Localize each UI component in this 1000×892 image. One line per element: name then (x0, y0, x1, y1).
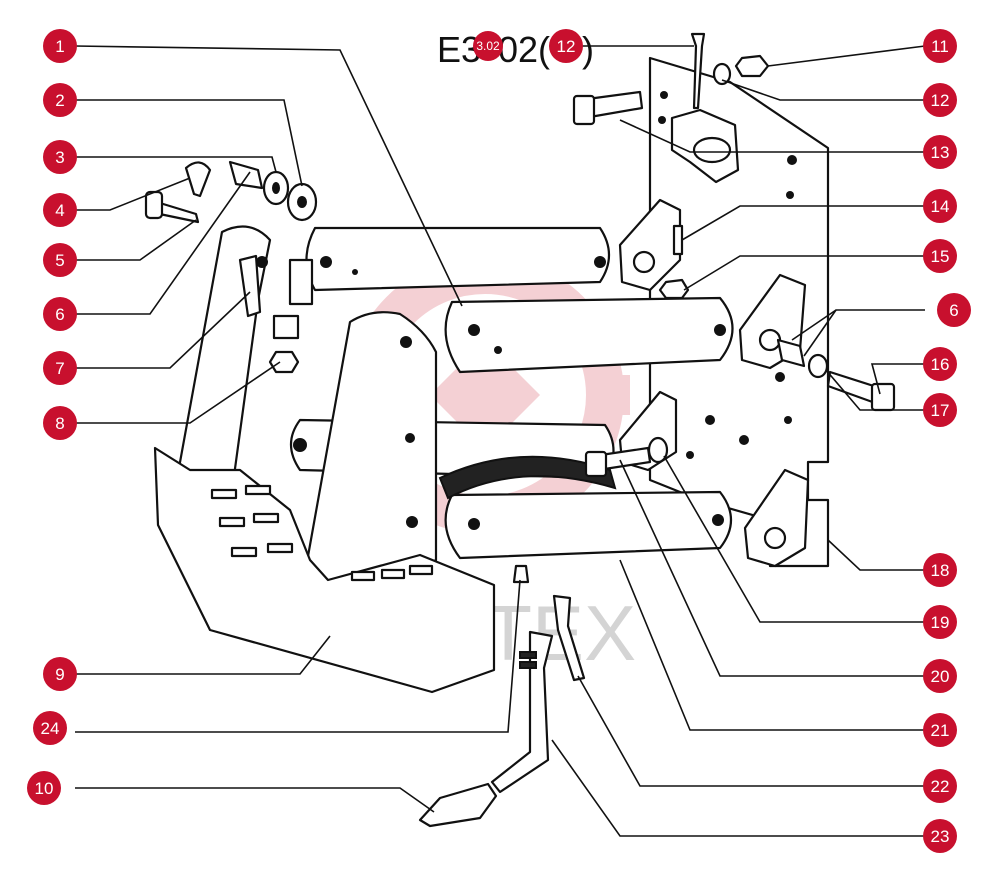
svg-text:6: 6 (55, 305, 64, 324)
svg-text:15: 15 (931, 247, 950, 266)
callout-19: 19 (923, 605, 957, 639)
cross-strut (438, 455, 617, 500)
bolt-5-head (144, 190, 164, 220)
callout-13: 13 (923, 135, 957, 169)
svg-text:2: 2 (55, 91, 64, 110)
bearing-block-lower-bore (763, 526, 787, 550)
nut-11 (734, 54, 770, 78)
bolt-upper-right-head (572, 94, 596, 126)
svg-text:12: 12 (931, 91, 950, 110)
svg-text:10: 10 (35, 779, 54, 798)
bolt-20-head (584, 450, 608, 478)
leader-lines (74, 45, 926, 837)
washer-12 (712, 62, 732, 86)
left-side-frame (166, 225, 272, 534)
svg-text:21: 21 (931, 721, 950, 740)
callout-10: 10 (27, 771, 61, 805)
callout-3: 3 (43, 140, 77, 174)
bracket-22 (552, 594, 586, 682)
lower-front-link (444, 490, 732, 560)
foot-plate-10 (418, 782, 498, 828)
upper-front-link (444, 296, 734, 374)
callout-9: 9 (43, 657, 77, 691)
bearing-block-lower (743, 468, 810, 568)
callout-24: 24 (33, 711, 67, 745)
nut-15 (658, 278, 690, 300)
code-badge-left (473, 31, 503, 61)
callout-12-top: 12 (549, 29, 583, 63)
svg-text:14: 14 (931, 197, 950, 216)
callout-1: 1 (43, 29, 77, 63)
code-badge-left-label: 3.02 (476, 39, 500, 53)
svg-text:24: 24 (41, 719, 60, 738)
svg-text:8: 8 (55, 414, 64, 433)
mounting-plate-holes (658, 91, 797, 459)
callout-22: 22 (923, 769, 957, 803)
spring-pin-4 (184, 161, 212, 198)
svg-text:12: 12 (557, 37, 576, 56)
grease-nipple-12 (690, 32, 706, 110)
callout-4: 4 (43, 193, 77, 227)
svg-text:9: 9 (55, 665, 64, 684)
callout-17: 17 (923, 393, 957, 427)
svg-text:3: 3 (55, 148, 64, 167)
svg-text:18: 18 (931, 561, 950, 580)
nut-8 (268, 350, 300, 374)
grease-nipple-24 (512, 564, 530, 584)
svg-text:5: 5 (55, 251, 64, 270)
bearing-block-upper-bore (632, 250, 656, 274)
stand-arm-23 (490, 630, 554, 794)
counterweight-slots (210, 484, 434, 582)
callout-16: 16 (923, 347, 957, 381)
front-side-frame (296, 311, 438, 620)
svg-text:13: 13 (931, 143, 950, 162)
callout-14: 14 (923, 189, 957, 223)
svg-text:4: 4 (55, 201, 64, 220)
callout-18: 18 (923, 553, 957, 587)
callout-8: 8 (43, 406, 77, 440)
stand-arm-slots (519, 651, 537, 669)
washer-17 (807, 353, 829, 379)
svg-text:11: 11 (931, 37, 949, 56)
diagram-code: E3 02( ) 3.02 (437, 29, 594, 70)
link-clamp (272, 314, 300, 340)
svg-text:23: 23 (931, 827, 950, 846)
svg-text:1: 1 (55, 37, 64, 56)
counterweight-block (153, 446, 496, 694)
callout-21: 21 (923, 713, 957, 747)
clamp-plate (288, 258, 314, 306)
diagram-code-suffix: 02( (498, 29, 550, 70)
diagram-code-close: ) (582, 29, 594, 70)
washer-19 (647, 436, 669, 464)
spacer-6-left (228, 160, 264, 190)
callout-6-right: 6 (937, 293, 971, 327)
callout-5: 5 (43, 243, 77, 277)
spacer-6-right (776, 338, 806, 368)
callout-12-right: 12 (923, 83, 957, 117)
svg-text:17: 17 (931, 401, 950, 420)
svg-text:7: 7 (55, 359, 64, 378)
svg-text:19: 19 (931, 613, 950, 632)
callout-6-left: 6 (43, 297, 77, 331)
callout-23: 23 (923, 819, 957, 853)
svg-text:20: 20 (931, 667, 950, 686)
callouts: 1 2 3 4 5 6 7 8 9 24 10 12 11 12 13 14 1… (27, 29, 971, 853)
pin-14 (672, 224, 684, 256)
svg-text:6: 6 (949, 301, 958, 320)
upper-rear-link (305, 226, 611, 292)
bolt-16-head (870, 382, 896, 412)
callout-2: 2 (43, 83, 77, 117)
callout-7: 7 (43, 351, 77, 385)
svg-text:16: 16 (931, 355, 950, 374)
callout-11: 11 (923, 29, 957, 63)
callout-15: 15 (923, 239, 957, 273)
callout-20: 20 (923, 659, 957, 693)
upper-bracket-bore (692, 136, 732, 164)
svg-text:22: 22 (931, 777, 950, 796)
